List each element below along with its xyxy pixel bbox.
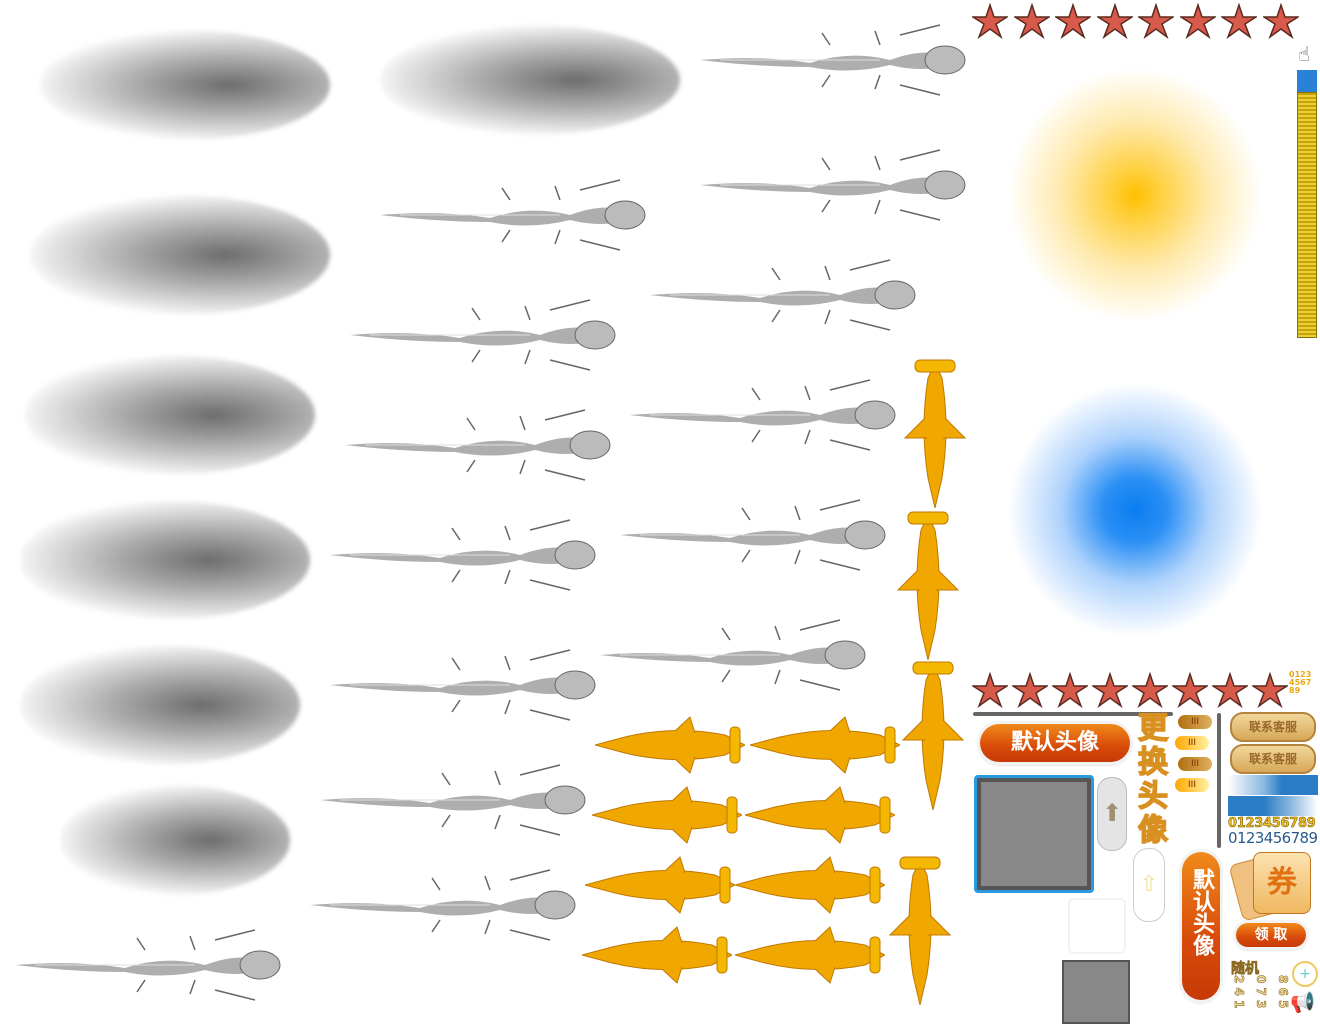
smoke-sprite bbox=[40, 30, 330, 140]
random-label: 随机 bbox=[1231, 961, 1260, 978]
default-avatar-button-vertical[interactable]: 默认头像 bbox=[1182, 852, 1220, 1000]
golden-fish-sprite bbox=[885, 855, 955, 1006]
contact-service-button-2[interactable]: 联系客服 bbox=[1230, 744, 1316, 774]
divider-horizontal bbox=[973, 712, 1173, 716]
scrollbar-thumb[interactable] bbox=[1297, 70, 1317, 92]
starfish-sprite bbox=[1130, 671, 1170, 709]
pill-dark-1: III bbox=[1178, 715, 1212, 729]
arrow-up-icon: ⬆ bbox=[1101, 799, 1123, 827]
dragon-sprite bbox=[620, 490, 890, 580]
golden-fish-sprite bbox=[900, 358, 970, 509]
scrollbar-track[interactable] bbox=[1297, 92, 1317, 338]
golden-fish-sprite bbox=[748, 715, 902, 775]
dragon-sprite bbox=[350, 290, 620, 380]
starfish-sprite bbox=[1010, 671, 1050, 709]
golden-fish-sprite bbox=[593, 715, 747, 775]
arrow-up-icon: ⇧ bbox=[1139, 872, 1159, 897]
coupon-cards-icon: 券 bbox=[1228, 850, 1311, 922]
small-gray-square bbox=[1062, 960, 1130, 1024]
golden-fish-sprite bbox=[743, 785, 897, 845]
random-digits-col: 2 4 1 bbox=[1232, 975, 1247, 1009]
starfish-sprite bbox=[1053, 2, 1093, 40]
blue-glow bbox=[985, 360, 1285, 660]
starfish-sprite bbox=[970, 2, 1010, 40]
golden-fish-sprite bbox=[898, 660, 968, 811]
pill-dark-2: III bbox=[1178, 757, 1212, 771]
dragon-sprite bbox=[650, 250, 920, 340]
dragon-sprite bbox=[330, 510, 600, 600]
dragon-sprite bbox=[310, 860, 580, 950]
digits-gold: 0123456789 bbox=[1228, 816, 1316, 832]
golden-fish-sprite bbox=[583, 855, 737, 915]
starfish-sprite bbox=[1136, 2, 1176, 40]
dragon-sprite bbox=[320, 755, 590, 845]
blue-gradient-strip-2 bbox=[1228, 796, 1318, 816]
golden-fish-sprite bbox=[580, 925, 734, 985]
starfish-sprite bbox=[1210, 671, 1250, 709]
yellow-glow bbox=[985, 45, 1285, 345]
default-avatar-button[interactable]: 默认头像 bbox=[980, 724, 1130, 762]
small-digits-row: 0123 bbox=[1289, 670, 1312, 679]
dragon-sprite bbox=[700, 15, 970, 105]
random-digits: 2 4 1 0 7 3 8 6 5 bbox=[1232, 975, 1291, 1009]
avatar-frame[interactable] bbox=[974, 775, 1094, 893]
small-digits-row: 89 bbox=[1289, 686, 1301, 695]
dragon-sprite bbox=[330, 640, 600, 730]
starfish-sprite bbox=[1011, 2, 1052, 40]
starfish-sprite bbox=[1260, 2, 1301, 40]
coupon-char: 券 bbox=[1253, 852, 1311, 914]
crosshair-icon[interactable]: + bbox=[1292, 961, 1318, 987]
starfish-sprite bbox=[1050, 671, 1090, 709]
starfish-sprite bbox=[1250, 671, 1290, 709]
blue-gradient-strip-1 bbox=[1228, 775, 1318, 795]
golden-fish-sprite bbox=[590, 785, 744, 845]
starfish-sprite bbox=[1090, 671, 1130, 709]
faint-frame bbox=[1068, 898, 1126, 954]
dragon-sprite bbox=[700, 140, 970, 230]
contact-service-button-1[interactable]: 联系客服 bbox=[1230, 712, 1316, 742]
smoke-sprite bbox=[60, 785, 290, 895]
smoke-sprite bbox=[30, 195, 330, 315]
claim-button[interactable]: 领 取 bbox=[1236, 923, 1306, 947]
dragon-sprite bbox=[380, 170, 650, 260]
default-avatar-vertical-label: 默认头像 bbox=[1189, 868, 1214, 956]
random-digits-col: 0 7 3 bbox=[1254, 975, 1269, 1009]
golden-fish-sprite bbox=[733, 855, 887, 915]
golden-fish-sprite bbox=[893, 510, 963, 661]
smoke-sprite bbox=[25, 355, 315, 475]
hand-cursor-icon: ☝ bbox=[1298, 42, 1311, 66]
smoke-sprite bbox=[380, 25, 680, 135]
starfish-sprite bbox=[1094, 2, 1135, 40]
scroll-up-button[interactable]: ⬆ bbox=[1097, 777, 1127, 851]
starfish-sprite bbox=[970, 671, 1010, 709]
scroll-up-button-white[interactable]: ⇧ bbox=[1133, 848, 1165, 922]
divider-vertical bbox=[1217, 713, 1221, 848]
small-digits-row: 4567 bbox=[1289, 678, 1312, 687]
smoke-sprite bbox=[20, 500, 310, 620]
starfish-sprite bbox=[1170, 671, 1210, 709]
golden-fish-sprite bbox=[733, 925, 887, 985]
starfish-sprite bbox=[1177, 2, 1218, 40]
small-digits: 0123 4567 89 bbox=[1289, 671, 1311, 695]
smoke-sprite bbox=[20, 645, 300, 765]
dragon-sprite bbox=[630, 370, 900, 460]
dragon-sprite bbox=[345, 400, 615, 490]
speaker-icon[interactable]: 📢 bbox=[1290, 990, 1315, 1014]
random-digits-col: 8 6 5 bbox=[1276, 975, 1291, 1009]
digits-blue: 0123456789 bbox=[1228, 829, 1318, 847]
pill-light-2: III bbox=[1175, 778, 1209, 792]
change-avatar-label: 更换头像 bbox=[1137, 711, 1169, 849]
dragon-sprite bbox=[600, 610, 870, 700]
starfish-sprite bbox=[1219, 2, 1259, 40]
pill-light-1: III bbox=[1175, 736, 1209, 750]
dragon-sprite bbox=[15, 920, 285, 1010]
